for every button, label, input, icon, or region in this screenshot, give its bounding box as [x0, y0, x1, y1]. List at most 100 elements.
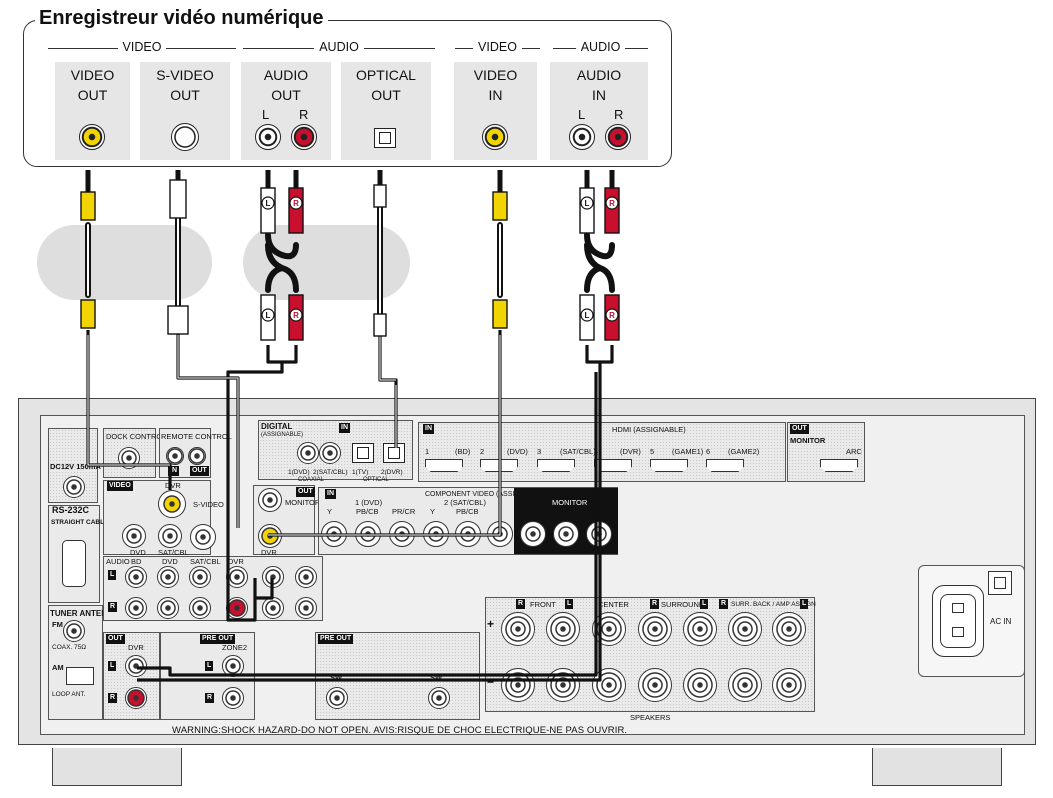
dvr-label: DVR	[261, 548, 277, 557]
plus-label: +	[487, 617, 495, 631]
pr-label: PR/CR	[392, 507, 416, 516]
label-l: L	[205, 661, 214, 671]
label-r: R	[108, 602, 118, 612]
surrback-r-minus-icon	[728, 668, 762, 702]
hdmi3-port-icon	[537, 459, 575, 472]
remote-in-jack-icon	[166, 447, 184, 465]
surround-label: SURROUND	[661, 600, 705, 609]
surrback-label: SURR. BACK / AMP ASSIGN	[731, 601, 816, 608]
cable-video-out	[86, 330, 172, 490]
surround-r-minus-icon	[638, 668, 672, 702]
label-r: R	[108, 693, 118, 703]
monitor-comp-label: MONITOR	[552, 498, 588, 507]
surrback-l-minus-icon	[772, 668, 806, 702]
label-in: IN	[325, 489, 336, 499]
label-out: OUT	[296, 487, 315, 497]
surrback-r-label: R	[719, 599, 729, 609]
dvd-video-jack-icon	[122, 524, 146, 548]
satcbl-audio-label: SAT/CBL	[190, 557, 221, 566]
component-label: COMPONENT VIDEO (ASSIGNABLE)	[425, 491, 546, 498]
svideo-in-jack-icon	[190, 524, 216, 550]
group-video-left: VIDEO	[48, 40, 236, 56]
front-r-label: R	[516, 599, 526, 609]
arc-label: ARC	[846, 447, 862, 456]
opt1-jack-icon	[352, 443, 374, 463]
front-label: FRONT	[530, 600, 556, 609]
hdmi3-num: 3	[537, 447, 542, 456]
cable-audio-in	[137, 345, 614, 682]
center-plus-icon	[592, 612, 626, 646]
tuner-label: TUNER ANTENNA	[50, 609, 119, 618]
surrback-l-label: L	[800, 599, 809, 609]
label-l: L	[262, 107, 270, 122]
coaxial-label: COAXIAL	[298, 477, 325, 483]
surround-l-label: L	[700, 599, 709, 609]
preout-label: PRE OUT	[200, 634, 236, 644]
group-audio-left: AUDIO	[243, 40, 435, 56]
am-terminal-icon	[66, 667, 94, 685]
plug-r-letter: R	[293, 311, 299, 320]
receiver-foot-left	[52, 748, 182, 786]
pb-label: PB/CB	[356, 507, 379, 516]
hdmi6-port-icon	[706, 459, 744, 472]
dvd-label: DVD	[130, 548, 146, 557]
label-l: L	[108, 661, 117, 671]
label-l: L	[578, 107, 586, 122]
label-r: R	[299, 107, 309, 122]
plug-l-letter: L	[266, 199, 271, 208]
satcbl-label: SAT/CBL	[158, 548, 189, 557]
hdmi5-name: (GAME1)	[672, 447, 704, 456]
label-in: IN	[339, 423, 350, 433]
dvd-l-jack-icon	[157, 566, 179, 588]
optical-jack-icon	[374, 128, 396, 148]
dvr-out-r-jack-icon	[125, 687, 147, 709]
opt2-jack-icon	[383, 443, 405, 463]
front-l-label: L	[565, 599, 574, 609]
hdmi6-num: 6	[706, 447, 711, 456]
rs232-port-icon	[62, 540, 86, 587]
hdmi-out-port-icon	[820, 459, 858, 472]
hdmi2-name: (DVD)	[507, 447, 528, 456]
hdmi1-name: (BD)	[455, 447, 471, 456]
pb2-label: PB/CB	[456, 507, 479, 516]
receiver-foot-right	[872, 748, 1002, 786]
hdmi4-name: (DVR)	[620, 447, 641, 456]
speakers-label: SPEAKERS	[630, 713, 671, 722]
svideo-jack-icon	[171, 123, 199, 151]
svideo-label: S-VIDEO	[193, 500, 224, 509]
bd-r-jack-icon	[125, 597, 147, 619]
dock-label: DOCK CONTROL	[106, 432, 167, 441]
label-in: IN	[168, 466, 179, 476]
digital-label: DIGITAL	[261, 422, 293, 431]
am-label: AM	[52, 663, 64, 672]
preout-sw-label: PRE OUT	[318, 634, 354, 644]
remote-out-jack-icon	[188, 447, 206, 465]
video-label: VIDEO	[107, 481, 133, 491]
monitor-y-jack-icon	[520, 521, 546, 547]
monitor-label: MONITOR	[285, 498, 321, 507]
red-jack-icon	[605, 124, 631, 150]
cable-video-in	[268, 330, 502, 537]
cable-audio-out	[226, 345, 298, 622]
cable-highlight-video	[37, 225, 212, 300]
group-video-right: VIDEO	[455, 40, 540, 56]
dvr-label: DVR	[165, 481, 181, 490]
comp2-label: 2 (SAT/CBL)	[444, 498, 486, 507]
coax2-jack-icon	[319, 442, 341, 464]
fm-label: FM	[52, 620, 63, 629]
surround-l-plus-icon	[683, 612, 717, 646]
y-label: Y	[327, 507, 333, 516]
warning-text: WARNING:SHOCK HAZARD-DO NOT OPEN. AVIS:R…	[172, 725, 628, 736]
dvr-out-label: DVR	[128, 643, 144, 652]
coax75-label: COAX. 75Ω	[52, 644, 87, 651]
zone2-r-jack-icon	[222, 687, 244, 709]
yellow-jack-icon	[482, 124, 508, 150]
remote-label: REMOTE CONTROL	[161, 432, 232, 441]
ac-in-label: AC IN	[990, 617, 1012, 626]
